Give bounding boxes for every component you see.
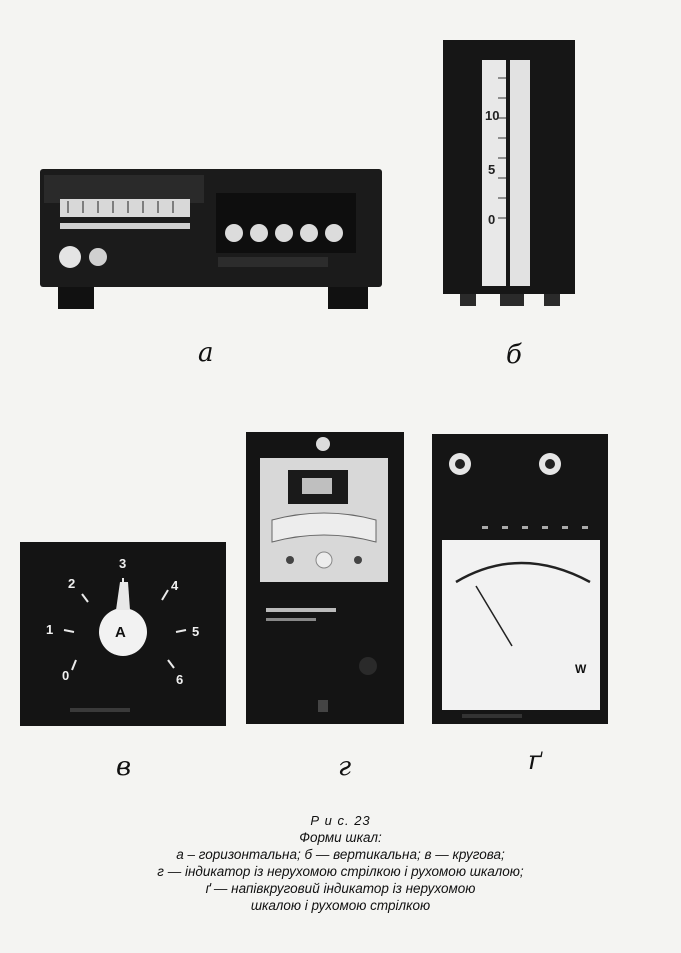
panel-label-a: а bbox=[198, 338, 214, 368]
indicator-fixed-pointer-photo bbox=[246, 432, 404, 724]
caption-line-2: г — індикатор із нерухомою стрілкою і ру… bbox=[157, 864, 524, 879]
panel-label-g: г bbox=[338, 752, 352, 782]
panel-label-gg: ґ bbox=[528, 746, 542, 776]
vertical-scale-device-photo bbox=[443, 40, 575, 306]
dial-mark-6: 6 bbox=[176, 672, 184, 687]
dial-mark-0: 0 bbox=[62, 668, 70, 683]
wattmeter-unit-label: W bbox=[575, 662, 587, 676]
panel-label-b: б bbox=[506, 340, 522, 370]
vertical-scale-label-5: 5 bbox=[488, 162, 496, 177]
dial-mark-5: 5 bbox=[192, 624, 200, 639]
figure-number: Р и с. 23 bbox=[310, 813, 371, 828]
panel-label-v: в bbox=[116, 752, 132, 782]
dial-mark-4: 4 bbox=[171, 578, 179, 593]
dial-mark-1: 1 bbox=[46, 622, 54, 637]
vertical-scale-label-10: 10 bbox=[485, 108, 500, 123]
figure-caption: Р и с. 23 Форми шкал: а – горизонтальна;… bbox=[0, 812, 681, 914]
caption-line-4: шкалою і рухомою стрілкою bbox=[250, 898, 431, 913]
semicircular-indicator-photo bbox=[432, 434, 608, 724]
dial-mark-2: 2 bbox=[68, 576, 76, 591]
figure-title: Форми шкал: bbox=[299, 830, 382, 845]
vertical-scale-label-0: 0 bbox=[488, 212, 496, 227]
dial-mark-3: 3 bbox=[119, 556, 127, 571]
caption-line-3: ґ — напівкруговий індикатор із нерухомою bbox=[205, 881, 476, 896]
round-dial-photo bbox=[20, 542, 226, 726]
caption-line-1: а – горизонтальна; б — вертикальна; в — … bbox=[176, 847, 505, 862]
horizontal-scale-device-photo bbox=[40, 169, 382, 309]
dial-center-label: A bbox=[115, 624, 126, 641]
